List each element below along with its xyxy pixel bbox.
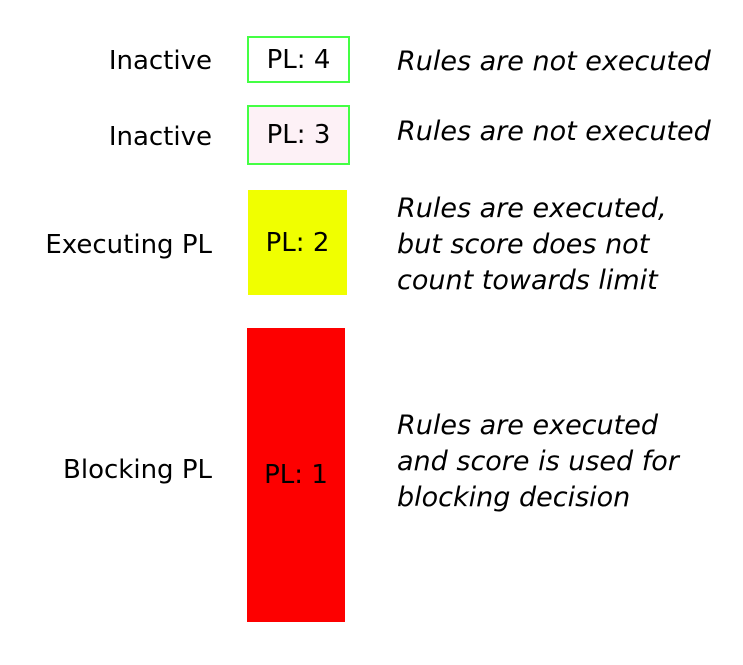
pl3-box: PL: 3	[247, 105, 350, 165]
pl3-description: Rules are not executed	[397, 114, 711, 150]
pl2-box: PL: 2	[248, 190, 347, 295]
pl2-description-line: but score does not	[397, 229, 650, 260]
row-label-pl3: Inactive	[108, 122, 212, 152]
pl2-description-line: count towards limit	[397, 265, 658, 296]
pl4-box-text: PL: 4	[266, 44, 331, 75]
pl2-description: Rules are executed, but score does not c…	[397, 191, 667, 299]
pl1-description-line: and score is used for	[397, 446, 679, 477]
pl1-description: Rules are executed and score is used for…	[397, 408, 679, 516]
pl1-description-line: blocking decision	[397, 482, 631, 513]
row-label-pl4: Inactive	[108, 46, 212, 76]
pl1-box-text: PL: 1	[264, 460, 328, 490]
row-label-pl2: Executing PL	[45, 230, 212, 260]
pl3-description-line: Rules are not executed	[397, 116, 711, 147]
pl4-description: Rules are not executed	[397, 44, 711, 80]
row-label-pl1: Blocking PL	[63, 455, 212, 485]
pl2-description-line: Rules are executed,	[397, 193, 667, 224]
pl4-box: PL: 4	[247, 36, 350, 83]
pl1-box: PL: 1	[247, 328, 345, 622]
pl2-box-text: PL: 2	[265, 227, 330, 258]
pl1-description-line: Rules are executed	[397, 410, 658, 441]
pl3-box-text: PL: 3	[266, 120, 331, 150]
pl4-description-line: Rules are not executed	[397, 46, 711, 77]
